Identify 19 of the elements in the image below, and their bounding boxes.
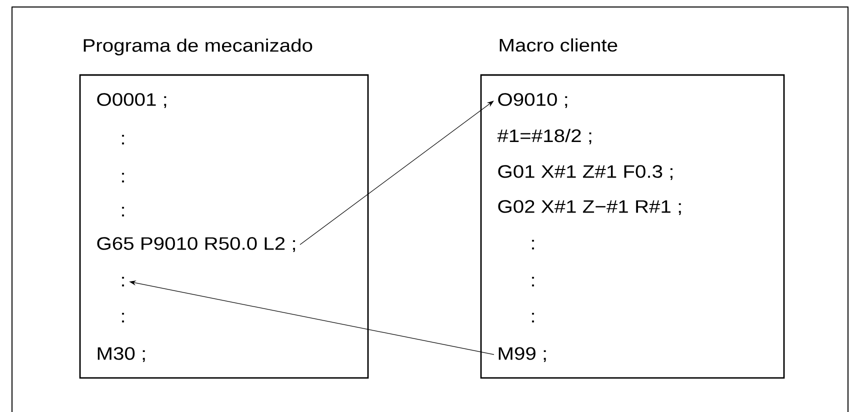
code-line: G65 P9010 R50.0 L2 ;: [97, 237, 295, 252]
code-line: :: [532, 276, 534, 286]
code-line: O0001 ;: [97, 93, 166, 108]
code-line: M99 ;: [498, 347, 546, 362]
code-line: :: [532, 240, 534, 250]
code-line: G02 X#1 Z−#1 R#1 ;: [498, 200, 681, 216]
code-line: #1=#18/2 ;: [497, 128, 592, 144]
code-line: :: [122, 312, 124, 322]
code-line: :: [532, 312, 534, 322]
code-line: :: [122, 276, 124, 286]
code-line: G01 X#1 Z#1 F0.3 ;: [498, 165, 672, 180]
code-line: M30 ;: [98, 347, 145, 362]
code-line: O9010 ;: [498, 93, 568, 108]
code-line: :: [122, 134, 124, 144]
code-line: :: [122, 172, 124, 182]
box-heading: Programa de mecanizado: [84, 38, 312, 56]
arrow: [300, 100, 494, 245]
code-line: :: [122, 206, 124, 216]
box-heading: Macro cliente: [500, 38, 618, 52]
